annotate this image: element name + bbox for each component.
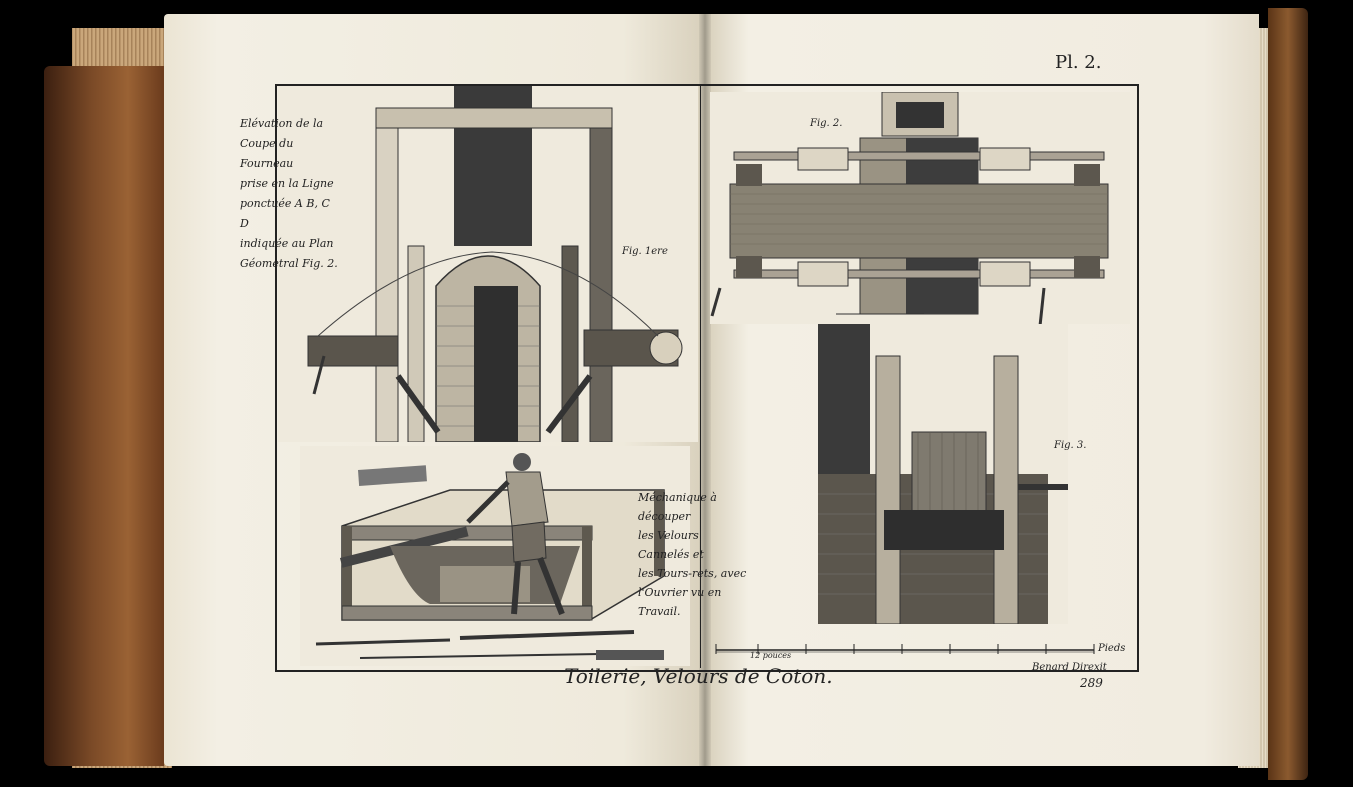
caption-line: ponctuée A B, C D xyxy=(240,197,330,230)
middle-figure-caption: Méchanique à découper les Velours Cannel… xyxy=(638,488,748,621)
scale-inches-label: 12 pouces xyxy=(750,651,792,660)
caption-line: Méchanique à découper xyxy=(638,491,717,523)
scale-bar xyxy=(715,644,1095,654)
caption-line: prise en la Ligne xyxy=(240,177,334,190)
plan-view-engraving xyxy=(710,92,1130,324)
left-figure-caption: Elévation de la Coupe du Fourneau prise … xyxy=(240,114,340,274)
caption-line: indiquée au Plan xyxy=(240,237,334,250)
caption-line: Elévation de la xyxy=(240,117,324,130)
fig2-label: Fig. 2. xyxy=(810,118,843,129)
machine-elevation-engraving xyxy=(818,324,1068,624)
book-gutter xyxy=(699,14,711,766)
fig1-label: Fig. 1ere xyxy=(622,246,668,257)
caption-line: les Velours Cannelés et xyxy=(638,529,704,561)
plate-frame xyxy=(275,84,1139,672)
worker-cutting-engraving xyxy=(300,446,690,666)
fig3-label: Fig. 3. xyxy=(1054,440,1087,451)
scale-unit-label: Pieds xyxy=(1098,643,1126,654)
caption-line: Coupe du Fourneau xyxy=(240,137,294,170)
plate-number: Pl. 2. xyxy=(1055,52,1102,73)
plate-title: Toilerie, Velours de Coton. xyxy=(564,664,833,688)
furnace-elevation-engraving xyxy=(278,86,698,442)
book-cover-right xyxy=(1268,8,1308,780)
page-number: 289 xyxy=(1080,676,1103,690)
caption-line: les Tours-rets, avec xyxy=(638,567,747,580)
book-cover-left xyxy=(44,66,164,766)
engraver-signature: Benard Direxit xyxy=(1032,662,1107,673)
caption-line: l'Ouvrier vu en Travail. xyxy=(638,586,722,618)
caption-line: Géometral Fig. 2. xyxy=(240,257,338,270)
plate-frame-divider xyxy=(700,84,701,668)
